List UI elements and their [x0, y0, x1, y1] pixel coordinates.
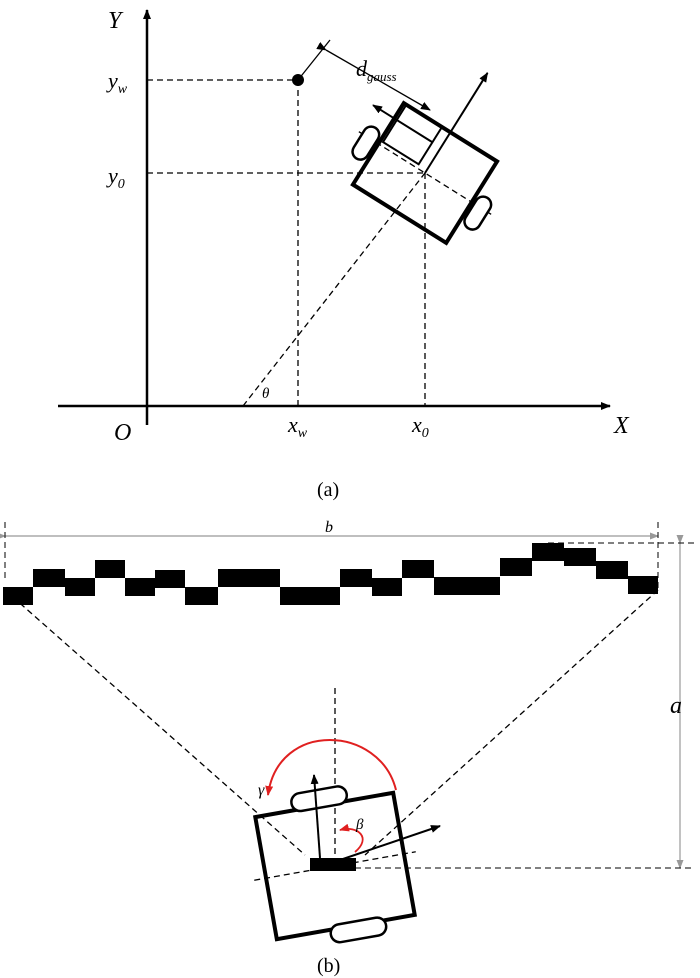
y-axis-label: Y — [108, 8, 124, 34]
origin-label: O — [114, 420, 131, 446]
yw-label: yw — [106, 68, 128, 97]
sensor-box — [381, 103, 444, 166]
lateral-arrow — [372, 104, 433, 144]
robot-heading-arrow — [310, 774, 321, 859]
wheel-axis — [358, 131, 492, 215]
panel-b: b a — [0, 519, 695, 977]
robot-a — [350, 72, 500, 246]
heading-ray — [242, 172, 426, 407]
marker-block — [185, 587, 218, 605]
marker-block — [95, 560, 125, 578]
marker-block — [155, 570, 185, 588]
beta-label: β — [355, 817, 364, 833]
caption-b: (b) — [317, 955, 340, 977]
marker-block — [434, 577, 500, 595]
marker-block — [218, 569, 280, 587]
marker-block — [500, 558, 532, 576]
wheel-top — [290, 785, 349, 813]
marker-block — [340, 569, 372, 587]
width-label: b — [325, 519, 333, 536]
robot-lateral-arrow — [339, 825, 441, 861]
gamma-label: γ — [258, 782, 265, 799]
distance-arrow — [316, 42, 431, 111]
distance-label: dgauss — [356, 56, 397, 84]
fov-left — [4, 589, 306, 856]
marker-block — [628, 576, 658, 594]
fov-right — [364, 589, 659, 856]
heading-arrow — [424, 72, 489, 174]
wheel-right — [463, 195, 493, 231]
marker-block — [532, 543, 564, 561]
wheel-left — [351, 125, 381, 161]
marker-block — [3, 587, 33, 605]
marker-block — [372, 578, 402, 596]
gamma-arc — [265, 739, 397, 796]
y0-label: y0 — [106, 163, 125, 192]
marker-block — [280, 587, 340, 605]
xw-label: xw — [287, 412, 308, 441]
x-axis-label: X — [613, 413, 630, 439]
marker-track — [3, 543, 658, 605]
camera-sensor — [310, 858, 356, 871]
beta-arc — [339, 823, 364, 853]
panel-a: Y X O yw y0 xw x0 θ dgauss (a) — [58, 8, 630, 501]
caption-a: (a) — [317, 479, 339, 501]
marker-block — [596, 561, 628, 579]
x0-label: x0 — [411, 412, 429, 441]
marker-block — [564, 548, 596, 566]
distance-extension — [297, 39, 331, 81]
height-label: a — [670, 693, 682, 719]
marker-block — [33, 569, 65, 587]
wheel-bottom — [329, 916, 388, 944]
marker-block — [125, 578, 155, 596]
marker-block — [402, 560, 434, 578]
marker-block — [65, 578, 95, 596]
theta-label: θ — [262, 386, 270, 402]
